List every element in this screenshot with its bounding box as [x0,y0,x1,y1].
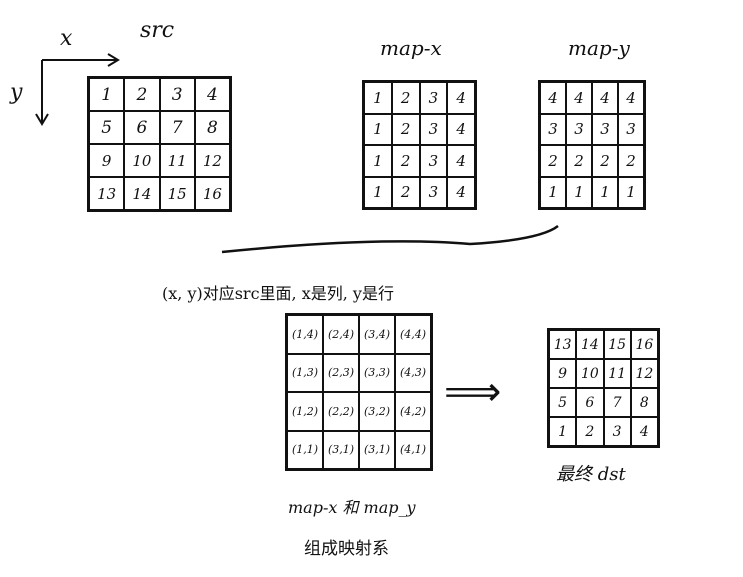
map-x-cell: 4 [447,113,475,145]
mapping-cell: (3,1) [323,430,359,469]
src-cell: 3 [159,78,195,111]
map-x-cell: 4 [447,82,475,114]
mapping-caption-sub: 组成映射系 [304,539,389,559]
mapping-cell: (2,3) [323,353,359,392]
x-axis-arrow [42,53,120,67]
map-y-cell: 4 [540,82,566,114]
map-x-cell: 1 [364,145,392,177]
double-arrow-icon: ⟹ [444,369,502,415]
map-y-cell: 2 [592,145,618,177]
map-x-cell: 1 [364,82,392,114]
mapping-cell: (4,3) [395,353,431,392]
src-cell: 4 [194,78,230,111]
dst-cell: 5 [549,388,577,417]
src-cell: 12 [194,144,230,177]
dst-cell: 11 [603,359,631,388]
map-y-title: map-y [568,36,630,60]
map-x-cell: 3 [419,113,448,145]
dst-cell: 14 [576,330,604,359]
x-axis-label: x [60,26,73,51]
mapping-cell: (4,2) [395,392,431,431]
mapping-cell: (1,2) [287,392,323,431]
map-x-grid: 1 2 3 4 1 2 3 4 1 2 3 4 1 2 3 4 [362,80,477,210]
dst-cell: 9 [549,359,577,388]
mapping-cell: (4,1) [395,430,431,469]
mapping-cell: (1,3) [287,353,323,392]
map-x-cell: 2 [391,176,420,208]
map-x-cell: 2 [391,113,420,145]
map-y-cell: 3 [618,113,644,145]
map-x-cell: 3 [419,176,448,208]
map-y-cell: 2 [566,145,592,177]
src-cell: 5 [89,111,125,144]
map-x-cell: 4 [447,145,475,177]
map-y-cell: 4 [618,82,644,114]
src-cell: 10 [124,144,160,177]
dst-cell: 8 [630,388,658,417]
mapping-cell: (1,1) [287,430,323,469]
brace [221,224,559,254]
map-y-cell: 4 [566,82,592,114]
map-x-cell: 2 [391,145,420,177]
src-cell: 11 [159,144,195,177]
src-title: src [140,18,175,43]
src-cell: 9 [89,144,125,177]
src-cell: 6 [124,111,160,144]
coordinate-note: (x, y)对应src里面, x是列, y是行 [162,284,394,303]
map-x-cell: 2 [391,82,420,114]
mapping-caption: map-x 和 map_y [288,498,416,517]
map-x-cell: 4 [447,176,475,208]
mapping-grid: (1,4) (2,4) (3,4) (4,4) (1,3) (2,3) (3,3… [285,313,433,471]
map-x-cell: 3 [419,145,448,177]
src-cell: 1 [89,78,125,111]
map-y-cell: 2 [540,145,566,177]
mapping-cell: (4,4) [395,315,431,354]
dst-grid: 13 14 15 16 9 10 11 12 5 6 7 8 1 2 3 4 [547,328,660,448]
mapping-cell: (3,4) [359,315,395,354]
map-y-cell: 1 [566,176,592,208]
map-x-title: map-x [380,36,442,60]
src-grid: 1 2 3 4 5 6 7 8 9 10 11 12 13 14 15 16 [87,76,232,212]
mapping-cell: (3,3) [359,353,395,392]
map-y-grid: 4 4 4 4 3 3 3 3 2 2 2 2 1 1 1 1 [538,80,646,210]
map-y-cell: 3 [592,113,618,145]
src-cell: 2 [124,78,160,111]
mapping-cell: (3,2) [359,392,395,431]
src-cell: 8 [194,111,230,144]
y-axis-arrow [35,60,49,126]
src-cell: 16 [194,177,230,210]
dst-cell: 10 [576,359,604,388]
mapping-cell: (1,4) [287,315,323,354]
map-y-cell: 3 [540,113,566,145]
mapping-cell: (2,2) [323,392,359,431]
mapping-cell: (2,4) [323,315,359,354]
map-x-cell: 1 [364,176,392,208]
src-cell: 13 [89,177,125,210]
map-y-cell: 2 [618,145,644,177]
map-y-cell: 1 [618,176,644,208]
map-y-cell: 4 [592,82,618,114]
map-x-cell: 3 [419,82,448,114]
mapping-cell: (3,1) [359,430,395,469]
dst-cell: 13 [549,330,577,359]
dst-cell: 1 [549,417,577,446]
dst-cell: 16 [630,330,658,359]
map-x-cell: 1 [364,113,392,145]
dst-cell: 6 [576,388,604,417]
map-y-cell: 1 [540,176,566,208]
dst-cell: 4 [630,417,658,446]
dst-title: 最终 dst [556,464,626,485]
y-axis-label: y [10,80,23,105]
dst-cell: 15 [603,330,631,359]
dst-cell: 3 [603,417,631,446]
src-cell: 15 [159,177,195,210]
map-y-cell: 3 [566,113,592,145]
src-cell: 7 [159,111,195,144]
map-y-cell: 1 [592,176,618,208]
src-cell: 14 [124,177,160,210]
dst-cell: 2 [576,417,604,446]
dst-cell: 7 [603,388,631,417]
dst-cell: 12 [630,359,658,388]
